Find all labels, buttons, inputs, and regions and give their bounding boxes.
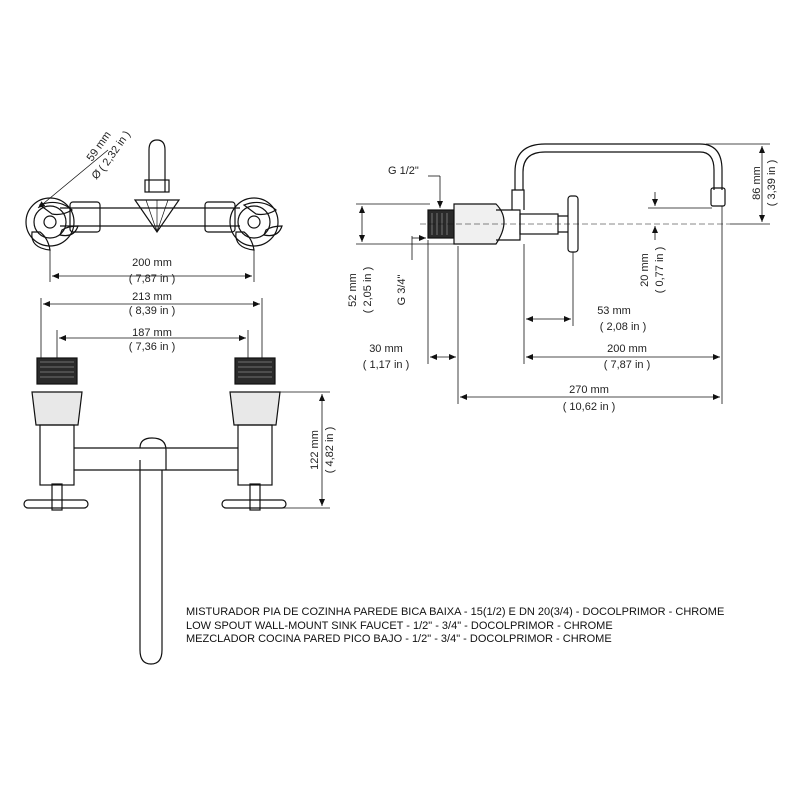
top-diameter-dim — [37, 149, 109, 209]
side-thread-top: G 1/2" — [388, 165, 419, 177]
top-body-bar — [60, 207, 240, 227]
side-height-in: ( 2,05 in ) — [362, 267, 374, 313]
side-spout-outer — [514, 143, 723, 190]
top-spout-tube — [148, 139, 166, 192]
caption-line-en: LOW SPOUT WALL-MOUNT SINK FAUCET - 1/2" … — [186, 619, 613, 632]
side-total-length-mm: 270 mm — [569, 384, 609, 396]
side-drop-mm: 20 mm — [639, 253, 651, 287]
side-spout-reach-dim — [523, 206, 723, 404]
front-height-mm: 122 mm — [309, 430, 321, 470]
front-body-bar — [74, 447, 238, 471]
top-view — [25, 139, 283, 251]
front-height-dim — [278, 391, 330, 509]
front-height-in: ( 4,82 in ) — [324, 427, 336, 473]
front-overall-mm: 213 mm — [132, 291, 172, 303]
front-left-valve — [23, 357, 89, 511]
side-height-dim — [356, 203, 456, 245]
side-thread-top-leader — [428, 175, 443, 208]
side-aerator — [710, 187, 726, 207]
side-thread-side-leader — [411, 235, 426, 260]
front-centers-mm: 187 mm — [132, 327, 172, 339]
front-spout — [139, 460, 163, 665]
side-spout-height-mm: 86 mm — [751, 166, 763, 200]
side-view — [427, 143, 726, 253]
caption-line-es: MEZCLADOR COCINA PARED PICO BAJO - 1/2" … — [186, 633, 612, 645]
side-height-mm: 52 mm — [347, 273, 359, 307]
product-caption: MISTURADOR PIA DE COZINHA PAREDE BICA BA… — [186, 606, 796, 647]
front-overall-dim — [40, 298, 263, 360]
top-right-handle — [229, 197, 283, 251]
front-overall-in: ( 8,39 in ) — [129, 305, 175, 317]
side-drop-dim — [648, 192, 712, 240]
side-spout-reach-in: ( 7,87 in ) — [604, 359, 650, 371]
side-total-length-in: ( 10,62 in ) — [563, 401, 616, 413]
side-handle-offset-dim — [523, 244, 574, 326]
top-width-dim — [49, 250, 255, 282]
side-handle-offset-mm: 53 mm — [597, 305, 631, 317]
side-drop-in: ( 0,77 in ) — [654, 247, 666, 293]
side-spout-height-dim — [706, 143, 770, 225]
side-thread-depth-dim — [427, 240, 459, 404]
front-centers-in: ( 7,36 in ) — [129, 341, 175, 353]
side-spout-height-in: ( 3,39 in ) — [766, 160, 778, 206]
caption-line-pt: MISTURADOR PIA DE COZINHA PAREDE BICA BA… — [186, 606, 725, 618]
top-spout-collar — [144, 179, 170, 193]
side-spout-inner — [522, 151, 715, 190]
side-riser — [511, 189, 525, 210]
front-centers-dim — [56, 330, 249, 360]
front-right-valve — [221, 357, 287, 511]
side-handle-offset-in: ( 2,08 in ) — [600, 321, 646, 333]
top-width-in: ( 7,87 in ) — [129, 273, 175, 285]
side-spout-reach-mm: 200 mm — [607, 343, 647, 355]
side-thread-depth-in: ( 1,17 in ) — [363, 359, 409, 371]
front-spout-top — [139, 437, 167, 470]
side-thread-side: G 3/4" — [396, 275, 408, 306]
front-view — [23, 357, 287, 665]
side-thread-depth-mm: 30 mm — [369, 343, 403, 355]
top-width-mm: 200 mm — [132, 257, 172, 269]
